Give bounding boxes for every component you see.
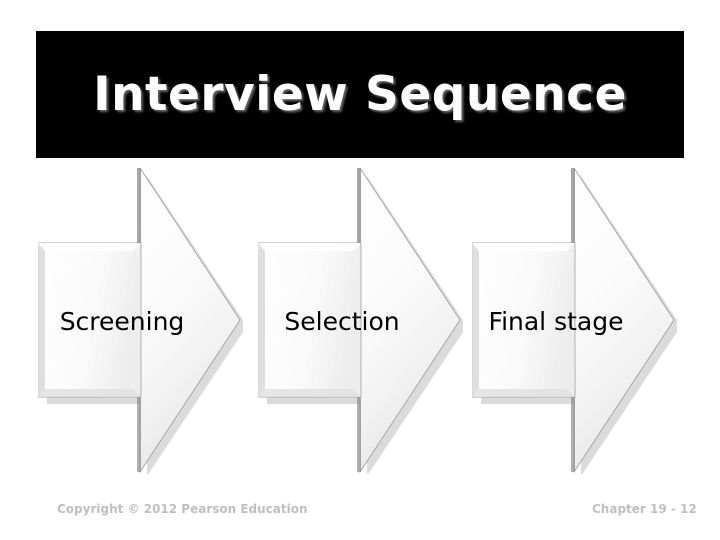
right-arrow-shape — [258, 168, 463, 474]
process-step-2[interactable]: Selection — [258, 168, 463, 474]
page-title: Interview Sequence — [93, 67, 627, 122]
right-arrow-shape — [38, 168, 243, 474]
footer-chapter-number: Chapter 19 - 12 — [592, 502, 697, 516]
footer-copyright: Copyright © 2012 Pearson Education — [57, 502, 308, 516]
title-banner: Interview Sequence — [36, 31, 684, 158]
right-arrow-shape — [472, 168, 677, 474]
process-step-3[interactable]: Final stage — [472, 168, 677, 474]
process-step-1[interactable]: Screening — [38, 168, 243, 474]
